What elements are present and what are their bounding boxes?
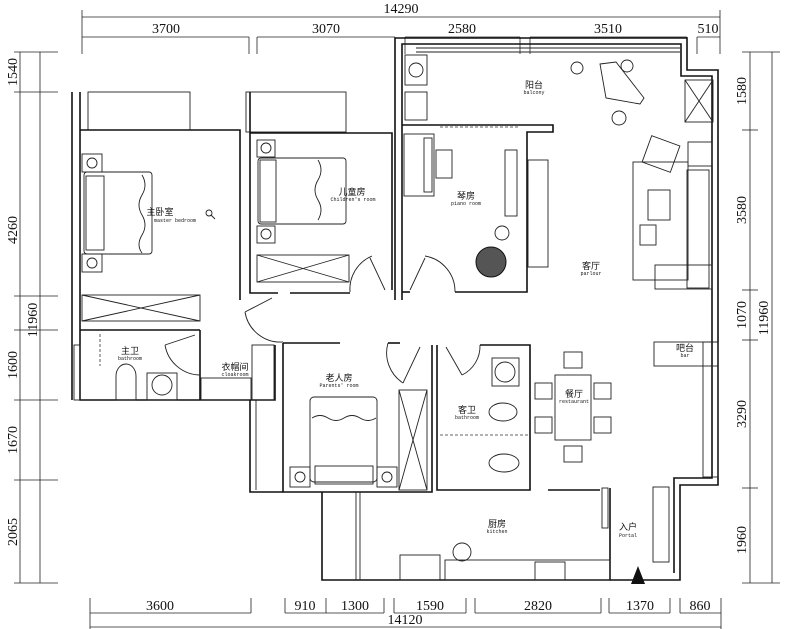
right-total-dim: 11960 xyxy=(757,301,772,335)
balcony-label-en: balcony xyxy=(523,90,544,96)
bar-label-en: bar xyxy=(680,353,689,359)
parents-room-label: 老人房 xyxy=(325,372,352,384)
bottom-dim: 910 xyxy=(295,599,316,614)
cloakroom-label-en: cloakroom xyxy=(221,372,248,378)
kitchen-label-en: kitchen xyxy=(486,529,507,535)
left-dim: 1600 xyxy=(6,351,21,379)
cloakroom-label: 衣帽间 xyxy=(221,361,248,373)
left-dimensions: 1540 4260 1600 1670 2065 11960 xyxy=(6,51,58,584)
right-dim: 1960 xyxy=(735,526,750,554)
left-dim: 4260 xyxy=(6,216,21,244)
master-bath-label-en: bathroom xyxy=(118,356,142,362)
bottom-dim: 1370 xyxy=(626,599,654,614)
right-dim: 3290 xyxy=(735,400,750,428)
magnifier-icon xyxy=(205,209,213,217)
piano-room-label: 琴房 xyxy=(457,190,475,202)
top-dim: 2580 xyxy=(448,22,476,37)
bottom-total-dim: 14120 xyxy=(388,613,423,628)
entrance-arrow-icon xyxy=(631,566,645,584)
restaurant-label: 餐厅 xyxy=(565,388,583,400)
bar-label: 吧台 xyxy=(676,342,694,354)
children-room-label: 儿童房 xyxy=(338,186,365,198)
top-dim: 3700 xyxy=(152,22,180,37)
parlour-label: 客厅 xyxy=(582,260,600,272)
master-bath-label: 主卫 xyxy=(121,345,139,357)
top-dim: 510 xyxy=(698,22,719,37)
room-labels: 主卧室 master bedroom 儿童房 Children's room 琴… xyxy=(118,79,694,539)
master-bedroom-label: 主卧室 xyxy=(146,206,173,218)
parlour-label-en: parlour xyxy=(580,271,601,277)
bottom-dim: 2820 xyxy=(524,599,552,614)
furniture xyxy=(73,54,713,584)
piano-room-label-en: piano room xyxy=(451,201,481,207)
top-dim: 3510 xyxy=(594,22,622,37)
top-total-dim: 14290 xyxy=(384,2,419,17)
left-total-dim: 11960 xyxy=(26,303,41,337)
walls xyxy=(71,37,719,581)
parents-room-label-en: Parents' room xyxy=(319,383,358,389)
bottom-dim: 3600 xyxy=(146,599,174,614)
children-room-label-en: Children's room xyxy=(330,197,375,203)
master-bedroom-label-en: master bedroom xyxy=(154,218,196,224)
portal-label: 入户 xyxy=(619,521,637,533)
kitchen-label: 厨房 xyxy=(488,518,506,530)
bottom-dimensions: 3600 910 1300 1590 2820 1370 860 14120 xyxy=(89,598,722,629)
bottom-dim: 1590 xyxy=(416,599,444,614)
left-dim: 1670 xyxy=(6,426,21,454)
doors xyxy=(164,255,481,384)
left-dim: 2065 xyxy=(6,518,21,546)
portal-label-en: Portal xyxy=(619,533,637,539)
right-dim: 1070 xyxy=(735,301,750,329)
bottom-dim: 1300 xyxy=(341,599,369,614)
guest-bath-label: 客卫 xyxy=(458,404,476,416)
top-dim: 3070 xyxy=(312,22,340,37)
top-dimensions: 14290 3700 3070 2580 3510 510 xyxy=(81,2,721,54)
right-dimensions: 1580 3580 1070 3290 1960 11960 xyxy=(735,51,780,584)
guest-bath-label-en: bathroom xyxy=(455,415,479,421)
restaurant-label-en: restaurant xyxy=(559,399,589,405)
bottom-dim: 860 xyxy=(690,599,711,614)
balcony-label: 阳台 xyxy=(525,79,543,91)
left-dim: 1540 xyxy=(6,58,21,86)
right-dim: 1580 xyxy=(735,77,750,105)
right-dim: 3580 xyxy=(735,196,750,224)
